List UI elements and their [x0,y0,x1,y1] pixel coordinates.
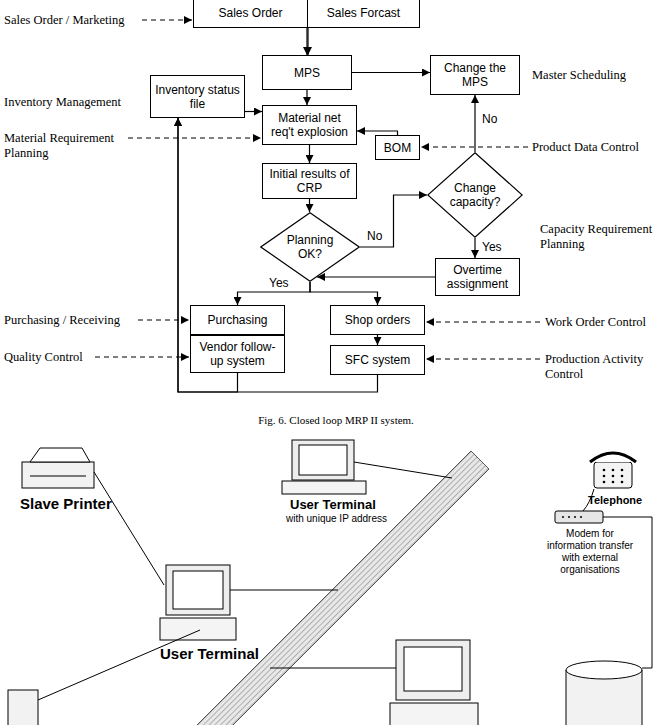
flow-arrow [377,335,378,345]
node-text: Overtime assignment [440,263,515,291]
figure-caption: Fig. 6. Closed loop MRP II system. [0,413,672,428]
module-label: Work Order Control [545,315,670,330]
node-text: BOM [384,141,411,155]
node-text: Initial results of CRP [267,167,352,195]
process-box: Shop orders [330,305,425,335]
flow-arrow [474,95,475,152]
node-text: Shop orders [345,313,410,327]
file-box: Inventory status file [150,75,245,118]
node-text: SFC system [345,353,410,367]
dashed-leaders [95,20,540,359]
process-box: SFC system [330,345,425,375]
module-label: Sales Order / Marketing [4,13,139,28]
module-label: Material Requirement Planning [4,131,126,161]
device-label: Slave Printer [20,495,150,513]
module-label: Product Data Control [532,140,667,155]
node-text: Change the MPS [435,61,515,89]
edge-label: Yes [481,240,503,254]
process-box: Purchasing [190,305,285,335]
process-box: Change the MPS [430,55,520,95]
module-label: Production Activity Control [545,352,667,382]
flow-arrow [360,195,427,247]
device-label: User Terminal [160,645,280,663]
node-text: Sales Order [218,6,282,20]
node-text: Material net req't explosion [267,111,352,139]
flow-arrow [317,276,435,277]
flow-arrow [245,111,262,112]
flow-arrow [352,72,430,73]
network-illustration [8,440,652,725]
device-label: User Terminal [290,497,400,513]
edge-label: No [366,229,383,243]
flow-arrow [309,145,310,163]
process-box: Overtime assignment [435,258,520,296]
flow-arrow [309,199,310,212]
flow-arrow [474,238,475,258]
node-text: Planning OK? [278,233,342,261]
node-text: Inventory status file [155,83,240,111]
device-note: Modem for information transfer with exte… [540,528,640,576]
decision-diamond: Change capacity? [427,152,523,238]
flow-arrow [307,28,308,55]
module-label: Quality Control [4,350,94,365]
node-text: Vendor follow-up system [195,340,280,368]
decision-diamond: Planning OK? [260,212,360,282]
node-text: Sales Forcast [327,6,400,20]
module-label: Capacity Requirement Planning [540,222,668,252]
process-box: BOM [375,135,420,160]
device-label: Telephone [588,494,668,507]
input-box: Sales Order [193,0,308,28]
flow-arrow [306,28,307,55]
module-label: Inventory Management [4,95,154,110]
flow-arrow [306,90,307,105]
process-box: Initial results of CRP [262,163,357,199]
node-text: MPS [294,66,320,80]
node-text: Purchasing [207,313,267,327]
module-label: Master Scheduling [532,68,667,83]
module-label: Purchasing / Receiving [4,313,136,328]
edge-label: Yes [268,276,290,290]
device-note: with unique IP address [286,513,406,525]
process-box: Vendor follow-up system [190,335,285,373]
flow-arrow [310,282,378,305]
input-box: Sales Forcast [307,0,420,28]
process-box: Material net req't explosion [262,105,357,145]
edge-label: No [481,112,498,126]
process-box: MPS [262,55,352,90]
node-text: Change capacity? [444,181,505,209]
